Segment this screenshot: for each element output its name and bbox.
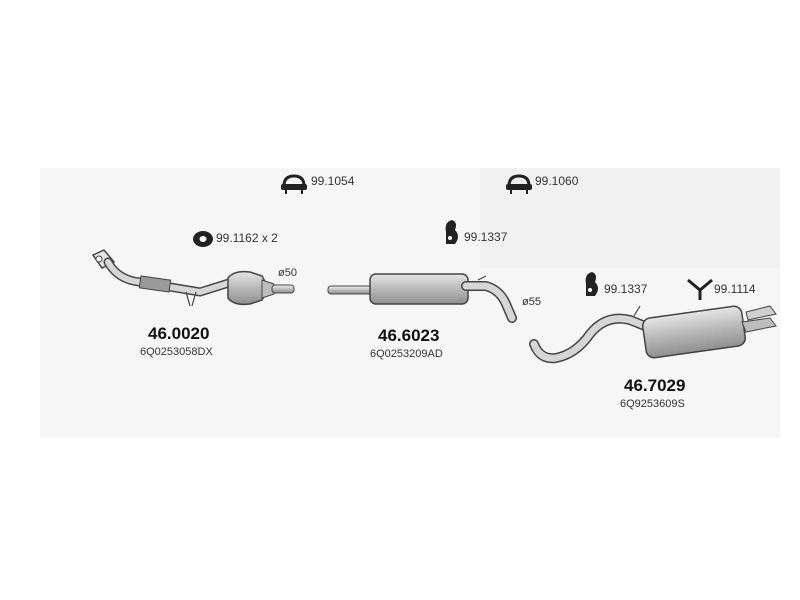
u-clamp-icon: [281, 174, 307, 194]
diameter-label: ø50: [278, 267, 297, 279]
hanger-label: 99.1337: [464, 230, 508, 244]
middle-silencer: [327, 273, 517, 323]
u-clamp-icon: [506, 174, 532, 194]
bracket-label: 99.1114: [714, 282, 756, 296]
diameter-label: ø55: [522, 296, 541, 308]
hanger-label: 99.1337: [604, 282, 648, 296]
oem-number: 6Q0253209AD: [370, 348, 443, 360]
rubber-ring-label: 99.1162 x 2: [216, 231, 278, 245]
hanger-icon: [445, 220, 458, 244]
clamp-label: 99.1054: [311, 174, 355, 188]
clamp-label: 99.1060: [535, 174, 579, 188]
oem-number: 6Q0253058DX: [140, 346, 213, 358]
oem-number: 6Q9253609S: [620, 398, 685, 410]
rear-silencer: [529, 305, 777, 364]
part-number: 46.0020: [148, 324, 210, 343]
hanger-icon: [585, 272, 598, 296]
part-number: 46.7029: [624, 376, 686, 395]
front-pipe-catalyst: [91, 249, 295, 307]
bracket-icon: [687, 278, 713, 300]
part-number: 46.6023: [378, 326, 440, 345]
rubber-ring-icon: [193, 231, 213, 247]
